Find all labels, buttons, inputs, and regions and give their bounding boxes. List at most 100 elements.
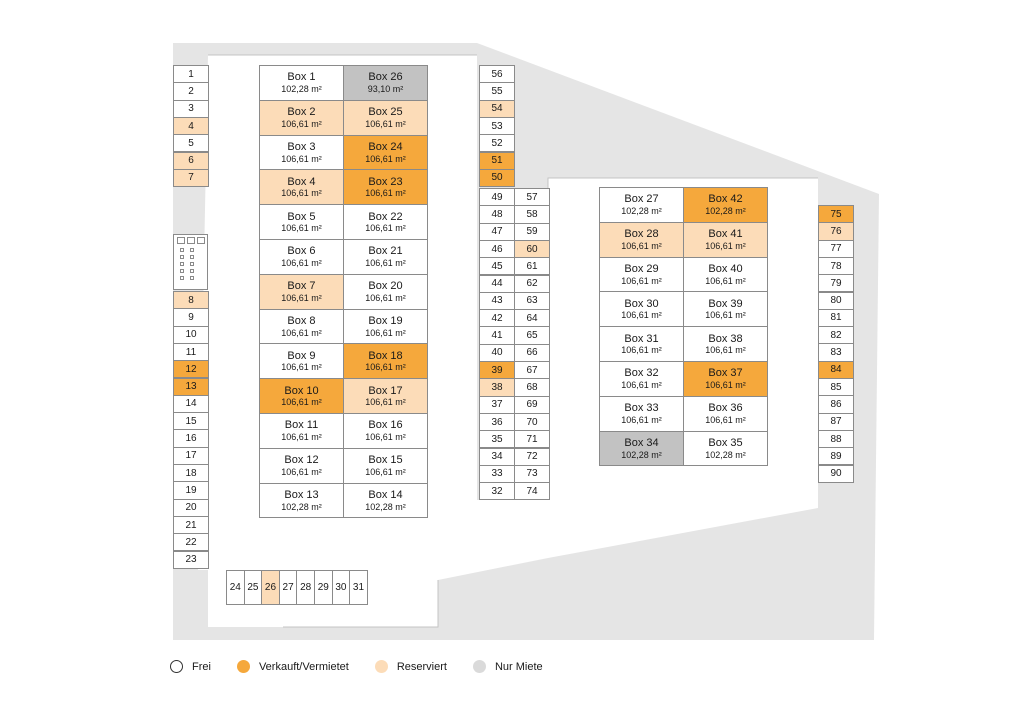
parking-spot-8[interactable]: 8 (173, 291, 209, 310)
parking-spot-86[interactable]: 86 (818, 395, 854, 414)
parking-spot-47[interactable]: 47 (479, 222, 515, 241)
parking-spot-75[interactable]: 75 (818, 205, 854, 224)
parking-spot-58[interactable]: 58 (514, 205, 550, 224)
parking-spot-85[interactable]: 85 (818, 378, 854, 397)
parking-spot-76[interactable]: 76 (818, 222, 854, 241)
parking-spot-18[interactable]: 18 (173, 464, 209, 483)
parking-spot-57[interactable]: 57 (514, 188, 550, 207)
parking-spot-11[interactable]: 11 (173, 342, 209, 362)
parking-spot-28[interactable]: 28 (296, 570, 315, 605)
parking-spot-36[interactable]: 36 (479, 412, 515, 432)
parking-spot-26[interactable]: 26 (261, 570, 280, 605)
parking-spot-83[interactable]: 83 (818, 343, 854, 362)
parking-spot-27[interactable]: 27 (278, 570, 298, 605)
parking-spot-71[interactable]: 71 (514, 430, 550, 449)
parking-spot-22[interactable]: 22 (173, 533, 209, 552)
parking-spot-21[interactable]: 21 (173, 515, 209, 535)
parking-spot-29[interactable]: 29 (314, 570, 333, 605)
parking-spot-49[interactable]: 49 (479, 188, 515, 207)
parking-spot-80[interactable]: 80 (818, 291, 854, 310)
parking-spot-44[interactable]: 44 (479, 274, 515, 293)
parking-spot-59[interactable]: 59 (514, 222, 550, 241)
parking-spot-31[interactable]: 31 (349, 570, 368, 605)
parking-spot-65[interactable]: 65 (514, 326, 550, 345)
parking-spot-15[interactable]: 15 (173, 412, 209, 431)
parking-spot-43[interactable]: 43 (479, 291, 515, 311)
parking-spot-14[interactable]: 14 (173, 394, 209, 414)
parking-spot-50[interactable]: 50 (479, 168, 515, 188)
parking-spot-13[interactable]: 13 (173, 377, 209, 396)
parking-spot-45[interactable]: 45 (479, 257, 515, 276)
parking-spot-17[interactable]: 17 (173, 446, 209, 465)
parking-spot-64[interactable]: 64 (514, 309, 550, 328)
parking-spot-89[interactable]: 89 (818, 447, 854, 466)
parking-spot-24[interactable]: 24 (226, 570, 245, 605)
parking-spot-54[interactable]: 54 (479, 99, 515, 118)
parking-spot-10[interactable]: 10 (173, 325, 209, 344)
parking-spot-9[interactable]: 9 (173, 308, 209, 327)
parking-spot-66[interactable]: 66 (514, 343, 550, 362)
parking-spot-1[interactable]: 1 (173, 65, 209, 84)
parking-spot-30[interactable]: 30 (331, 570, 351, 605)
parking-spot-40[interactable]: 40 (479, 343, 515, 362)
parking-spot-67[interactable]: 67 (514, 361, 550, 380)
parking-spot-19[interactable]: 19 (173, 481, 209, 500)
parking-spot-32[interactable]: 32 (479, 482, 515, 501)
parking-spot-2[interactable]: 2 (173, 82, 209, 101)
parking-spot-61[interactable]: 61 (514, 257, 550, 276)
parking-spot-7[interactable]: 7 (173, 168, 209, 188)
parking-spot-5[interactable]: 5 (173, 134, 209, 153)
parking-spot-33[interactable]: 33 (479, 464, 515, 484)
parking-spot-3[interactable]: 3 (173, 99, 209, 118)
parking-spot-60[interactable]: 60 (514, 239, 550, 259)
parking-spot-63[interactable]: 63 (514, 291, 550, 311)
parking-spot-79[interactable]: 79 (818, 274, 854, 293)
parking-spot-68[interactable]: 68 (514, 378, 550, 397)
parking-spot-25[interactable]: 25 (243, 570, 263, 605)
parking-spot-77[interactable]: 77 (818, 239, 854, 258)
parking-spot-35[interactable]: 35 (479, 430, 515, 449)
parking-spot-34[interactable]: 34 (479, 447, 515, 466)
parking-spot-12[interactable]: 12 (173, 360, 209, 379)
parking-spot-51[interactable]: 51 (479, 151, 515, 170)
parking-spot-56[interactable]: 56 (479, 65, 515, 84)
parking-spot-70[interactable]: 70 (514, 412, 550, 432)
parking-spot-82[interactable]: 82 (818, 326, 854, 345)
parking-spot-72[interactable]: 72 (514, 447, 550, 466)
parking-spot-52[interactable]: 52 (479, 134, 515, 153)
parking-spot-16[interactable]: 16 (173, 429, 209, 448)
parking-spot-6[interactable]: 6 (173, 151, 209, 170)
